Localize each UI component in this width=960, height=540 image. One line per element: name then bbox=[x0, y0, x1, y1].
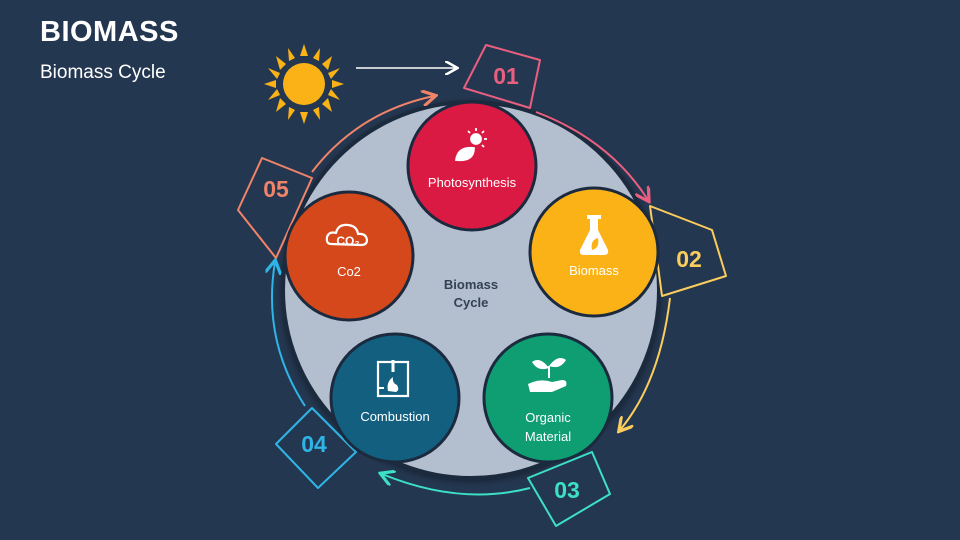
center-label-line1: Biomass bbox=[444, 277, 498, 292]
sun-leaf-icon bbox=[454, 128, 487, 162]
step-number: 01 bbox=[493, 63, 519, 89]
furnace-icon bbox=[376, 360, 410, 398]
step-number: 05 bbox=[263, 176, 289, 202]
arrow-arc-05 bbox=[311, 96, 434, 173]
node-label: Co2 bbox=[337, 264, 361, 279]
node-label: Biomass bbox=[569, 263, 619, 278]
node-combustion: Combustion bbox=[329, 332, 461, 464]
co2-icon-text: CO₂ bbox=[336, 234, 359, 248]
node-co2: CO₂ Co2 bbox=[283, 190, 415, 322]
node-label-line1: Organic bbox=[525, 410, 571, 425]
page-title: BIOMASS bbox=[40, 16, 179, 48]
flask-leaf-icon bbox=[579, 215, 609, 255]
step-02: 02 bbox=[649, 205, 727, 297]
co2-cloud-icon: CO₂ bbox=[325, 223, 369, 248]
hand-sprout-icon bbox=[528, 358, 567, 392]
arrow-arc-01 bbox=[535, 111, 648, 200]
node-label: Photosynthesis bbox=[428, 175, 517, 190]
arrow-arc-04 bbox=[272, 262, 306, 407]
page-subtitle: Biomass Cycle bbox=[40, 62, 166, 83]
step-05: 05 bbox=[237, 157, 313, 259]
node-label-line2: Material bbox=[525, 429, 571, 444]
arrow-arc-03 bbox=[382, 474, 531, 496]
node-label: Combustion bbox=[360, 409, 429, 424]
step-03: 03 bbox=[527, 451, 611, 527]
step-number: 04 bbox=[301, 431, 327, 457]
step-01: 01 bbox=[463, 44, 541, 109]
step-number: 03 bbox=[554, 477, 580, 503]
step-number: 02 bbox=[676, 246, 702, 272]
node-photosynthesis: Photosynthesis bbox=[406, 100, 538, 232]
arrow-arc-02 bbox=[620, 297, 671, 430]
center-label-line2: Cycle bbox=[454, 295, 489, 310]
node-organic-material: Organic Material bbox=[482, 332, 614, 464]
step-04: 04 bbox=[275, 407, 357, 489]
sun-icon bbox=[264, 44, 344, 124]
node-biomass: Biomass bbox=[528, 186, 660, 318]
